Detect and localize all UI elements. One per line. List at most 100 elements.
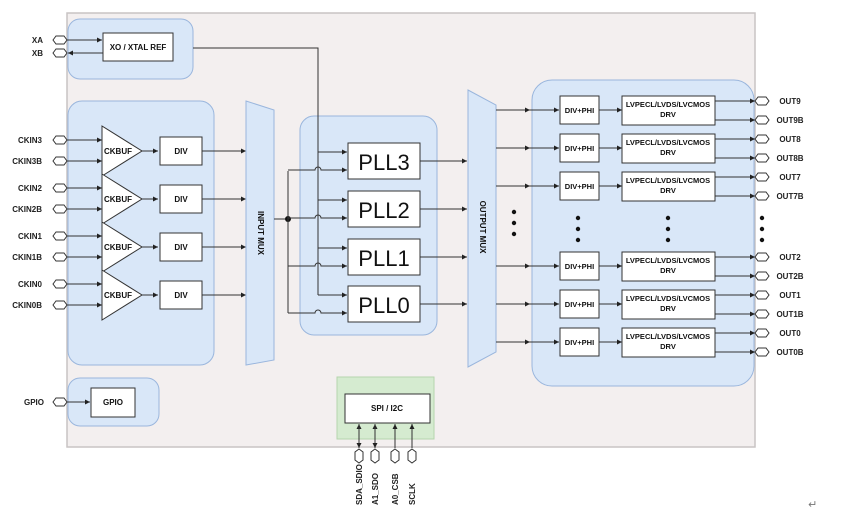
output-pin-label: OUT9B: [776, 116, 803, 125]
driver-label-line1: LVPECL/LVDS/LVCMOS: [626, 100, 710, 109]
ckbuf-triangle: [101, 269, 143, 321]
gpio-pin-icon: [52, 397, 68, 407]
output-pin-icon: [754, 347, 770, 357]
pll-in-wire: [288, 309, 347, 316]
ellipsis-icon: [575, 215, 581, 243]
input-pin-icon: [52, 156, 68, 166]
serial-pin: SCLK: [407, 424, 417, 505]
pll-block: [347, 238, 421, 276]
output-mux-label: OUTPUT MUX: [478, 201, 487, 255]
output-pin-label: OUT1B: [776, 310, 803, 319]
divphi-block: [559, 251, 600, 281]
serial-pin-icon: [407, 448, 417, 464]
driver-label-line2: DRV: [660, 266, 676, 275]
output-pin-label: OUT7: [779, 173, 801, 182]
serial-pin: A0_CSB: [390, 424, 400, 505]
output-pin-icon: [754, 252, 770, 262]
output-pin-label: OUT9: [779, 97, 801, 106]
output-pin-icon: [754, 134, 770, 144]
ckbuf-label: CKBUF: [104, 195, 132, 204]
driver-label-line2: DRV: [660, 110, 676, 119]
output-pin-label: OUT8: [779, 135, 801, 144]
gpio-pin-label: GPIO: [24, 398, 44, 407]
driver-label-line1: LVPECL/LVDS/LVCMOS: [626, 256, 710, 265]
output-pin-icon: [754, 309, 770, 319]
xtal-block: [102, 32, 174, 62]
driver-label-line1: LVPECL/LVDS/LVCMOS: [626, 176, 710, 185]
divphi-label: DIV+PHI: [565, 300, 594, 309]
driver-block: [621, 251, 716, 282]
divphi-label: DIV+PHI: [565, 182, 594, 191]
input-pin-icon: [52, 183, 68, 193]
input-pin-label: CKIN3: [18, 136, 43, 145]
ckbuf-triangle: [101, 173, 143, 225]
output-pin-label: OUT2B: [776, 272, 803, 281]
pll-block: [347, 142, 421, 180]
xtal-pin-xa-icon: [52, 35, 68, 45]
div-block: [159, 232, 203, 262]
pll-in-wire: [288, 214, 347, 221]
output-pin-icon: [754, 328, 770, 338]
input-pin-icon: [52, 252, 68, 262]
driver-block: [621, 95, 716, 126]
serial-pin-icon: [354, 448, 364, 464]
driver-block: [621, 327, 716, 358]
gpio-block: [90, 387, 136, 418]
serial-pin: SDA_SDIO: [354, 424, 364, 505]
paragraph-mark: ↵: [808, 498, 817, 511]
driver-label-line1: LVPECL/LVDS/LVCMOS: [626, 138, 710, 147]
driver-label-line2: DRV: [660, 186, 676, 195]
xtal-pin-label: XB: [32, 49, 43, 58]
pll-label: PLL3: [358, 150, 409, 175]
input-pin-icon: [52, 135, 68, 145]
pll-in-wire: [288, 166, 347, 173]
divphi-label: DIV+PHI: [565, 262, 594, 271]
input-pin-label: CKIN0B: [12, 301, 42, 310]
serial-pin-label: SCLK: [408, 483, 417, 505]
output-pin-icon: [754, 153, 770, 163]
divphi-label: DIV+PHI: [565, 144, 594, 153]
ckbuf-label: CKBUF: [104, 243, 132, 252]
output-pin-icon: [754, 172, 770, 182]
input-pin-label: CKIN1: [18, 232, 43, 241]
driver-label-line1: LVPECL/LVDS/LVCMOS: [626, 294, 710, 303]
input-pin-label: CKIN2B: [12, 205, 42, 214]
serial-block: [344, 393, 431, 424]
ckbuf-triangle: [101, 221, 143, 273]
ckbuf-triangle: [101, 125, 143, 177]
ellipsis-icon: [665, 215, 671, 243]
div-label: DIV: [174, 147, 188, 156]
serial-pin-icon: [370, 448, 380, 464]
output-pin-icon: [754, 290, 770, 300]
serial-pin-label: A1_SDO: [371, 473, 380, 505]
divphi-block: [559, 327, 600, 357]
pll-label: PLL2: [358, 198, 409, 223]
divphi-block: [559, 133, 600, 163]
serial-pin: A1_SDO: [370, 424, 380, 505]
divphi-label: DIV+PHI: [565, 338, 594, 347]
div-label: DIV: [174, 195, 188, 204]
input-pin-label: CKIN0: [18, 280, 43, 289]
driver-block: [621, 289, 716, 320]
input-pin-label: CKIN2: [18, 184, 43, 193]
driver-label-line2: DRV: [660, 148, 676, 157]
xtal-block-label: XO / XTAL REF: [110, 43, 167, 52]
divphi-block: [559, 95, 600, 125]
input-pin-icon: [52, 279, 68, 289]
xtal-pin-xb-icon: [52, 48, 68, 58]
gpio-block-label: GPIO: [103, 398, 123, 407]
divphi-label: DIV+PHI: [565, 106, 594, 115]
input-pin-icon: [52, 300, 68, 310]
serial-block-label: SPI / I2C: [371, 404, 403, 413]
ckbuf-label: CKBUF: [104, 147, 132, 156]
output-pin-label: OUT2: [779, 253, 801, 262]
